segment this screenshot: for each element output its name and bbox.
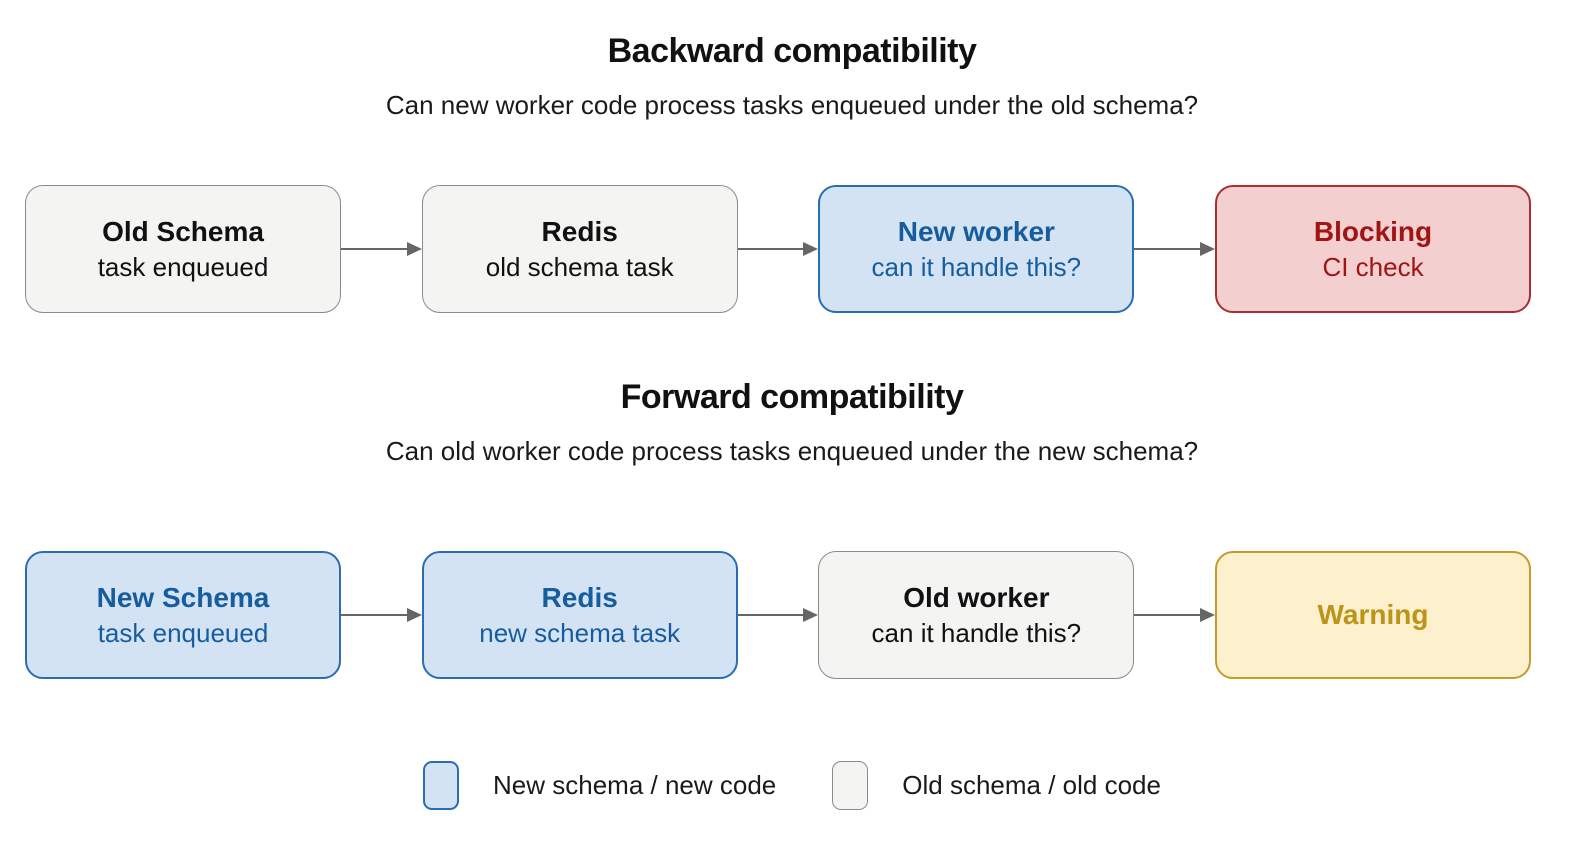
flow-arrow-icon [1134, 242, 1215, 256]
node-redis-old: Redis old schema task [421, 185, 738, 313]
node-new-schema: New Schema task enqueued [25, 551, 341, 679]
node-old-schema: Old Schema task enqueued [25, 185, 341, 313]
node-subtitle: can it handle this? [871, 618, 1082, 648]
node-title: Blocking [1313, 216, 1433, 247]
flow-arrow-icon [1134, 608, 1215, 622]
forward-section-subtitle: Can old worker code process tasks enqueu… [385, 436, 1199, 466]
node-warning: Warning [1215, 551, 1532, 679]
legend-label: Old schema / old code [902, 770, 1161, 800]
node-title: New Schema [96, 582, 270, 613]
node-title: Old worker [903, 582, 1050, 613]
node-title: Warning [1317, 599, 1429, 630]
node-subtitle: new schema task [479, 618, 681, 648]
backward-section-subtitle: Can new worker code process tasks enqueu… [385, 90, 1199, 120]
section-backward-compatibility: Backward compatibility Can new worker co… [0, 0, 1584, 313]
flow-arrow-icon [737, 242, 818, 256]
node-subtitle: old schema task [485, 252, 674, 282]
legend-item-new: New schema / new code [423, 761, 776, 810]
node-title: New worker [897, 216, 1055, 247]
legend-swatch-gray-icon [832, 761, 869, 810]
forward-flow-row: New Schema task enqueued Redis new schem… [25, 551, 1532, 679]
backward-section-title: Backward compatibility [607, 32, 977, 70]
section-forward-compatibility: Forward compatibility Can old worker cod… [0, 313, 1584, 679]
forward-section-title: Forward compatibility [620, 378, 964, 416]
legend-item-old: Old schema / old code [832, 761, 1161, 810]
backward-flow-row: Old Schema task enqueued Redis old schem… [25, 185, 1532, 313]
flow-arrow-icon [341, 608, 422, 622]
flow-arrow-icon [341, 242, 422, 256]
node-new-worker: New worker can it handle this? [818, 185, 1135, 313]
node-subtitle: task enqueued [97, 618, 269, 648]
node-title: Redis [541, 216, 618, 247]
legend: New schema / new code Old schema / old c… [0, 761, 1584, 810]
legend-swatch-blue-icon [423, 761, 460, 810]
node-redis-new: Redis new schema task [421, 551, 738, 679]
node-title: Redis [541, 582, 618, 613]
node-blocking: Blocking CI check [1215, 185, 1532, 313]
node-subtitle: can it handle this? [871, 252, 1082, 282]
flow-arrow-icon [737, 608, 818, 622]
node-old-worker: Old worker can it handle this? [818, 551, 1135, 679]
legend-label: New schema / new code [493, 770, 777, 800]
node-subtitle: task enqueued [97, 252, 269, 282]
node-subtitle: CI check [1322, 252, 1424, 282]
node-title: Old Schema [102, 216, 264, 247]
